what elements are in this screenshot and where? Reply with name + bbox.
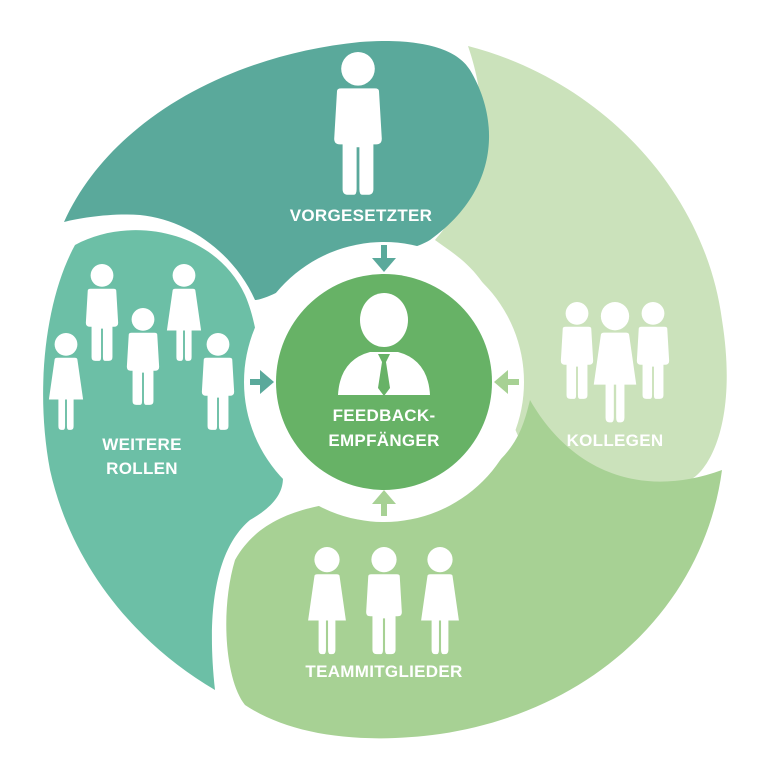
label-weitere-rollen-line2: ROLLEN — [106, 459, 178, 478]
businessperson-icon — [338, 293, 430, 396]
center-label-line1: FEEDBACK- — [333, 406, 436, 425]
segment-vorgesetzter — [64, 40, 490, 301]
arrow-from-teammitglieder — [372, 490, 396, 516]
label-kollegen: KOLLEGEN — [567, 431, 664, 450]
label-teammitglieder: TEAMMITGLIEDER — [305, 662, 462, 681]
arrow-from-vorgesetzter — [372, 245, 396, 272]
arrow-from-weitere-rollen — [250, 370, 274, 394]
label-weitere-rollen-line1: WEITERE — [102, 435, 182, 454]
segment-teammitglieder — [226, 400, 723, 739]
label-vorgesetzter: VORGESETZTER — [290, 206, 432, 225]
center-label-line2: EMPFÄNGER — [328, 431, 439, 450]
arrow-from-kollegen — [494, 370, 519, 394]
